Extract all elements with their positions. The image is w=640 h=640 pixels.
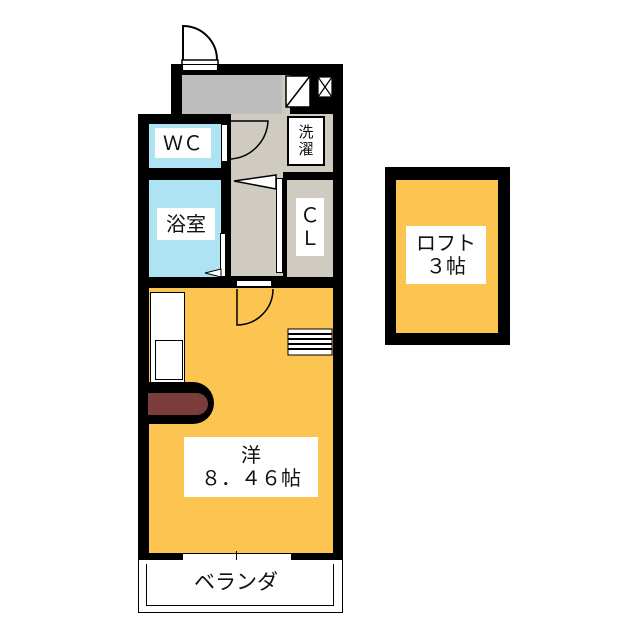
aircon-icon [287,328,333,356]
bath-door [220,233,226,277]
closet-door [276,178,283,273]
closet-label: Ｃ Ｌ [296,198,324,256]
shoe-cabinet-icon [285,75,311,108]
entrance-door-icon [181,24,219,68]
meter-box-icon [317,76,333,98]
loft-label-size: ３帖 [426,254,466,278]
entrance-floor [182,75,282,115]
western-label-size: ８．４６帖 [201,466,301,490]
hall-door-swing-icon [230,120,269,160]
loft-label-name: ロフト [416,231,476,255]
room-door-swing-icon [236,288,274,326]
sliding-door-icon [233,174,277,190]
wc-door [221,124,228,162]
room-door-opening [236,280,272,287]
window-divider [236,551,237,563]
loft-label: ロフト ３帖 [406,226,486,284]
wc-label: ＷＣ [155,128,211,158]
western-label: 洋 ８．４６帖 [184,437,318,497]
western-label-type: 洋 [241,443,261,467]
kitchen-sink [155,340,183,380]
bath-door-arrow-icon [204,268,222,278]
veranda-label: ベランダ [170,567,302,597]
bath-label: 浴室 [157,208,215,240]
hallway [231,114,283,276]
built-in-storage [148,393,208,415]
entrance-door-opening [182,64,218,71]
washer-label: 洗 濯 [287,116,325,166]
